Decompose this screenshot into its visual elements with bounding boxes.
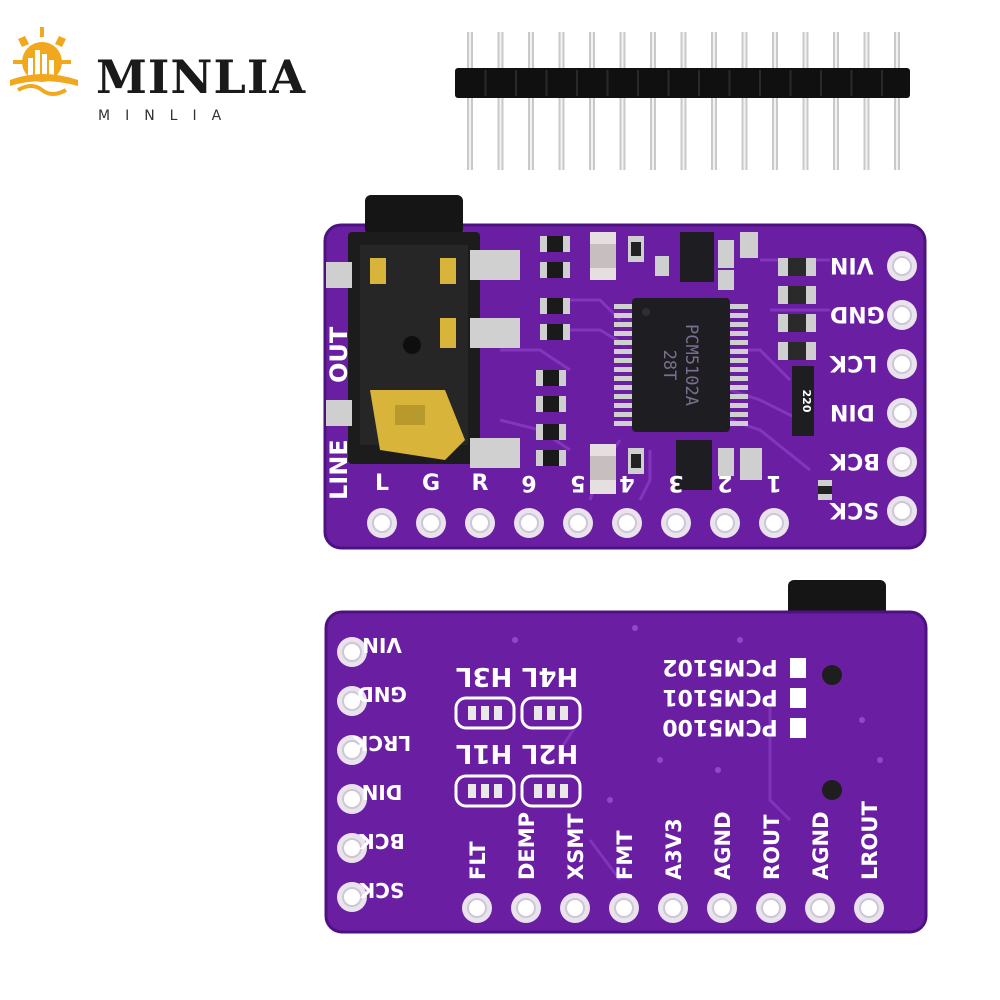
pin-pad <box>337 833 367 863</box>
resistor-array <box>792 366 814 436</box>
pin-pad <box>337 784 367 814</box>
pin-label: 3 <box>668 470 683 495</box>
variant-label-pcm5100: PCM5100 <box>662 714 777 739</box>
pin-label-vin: VIN <box>830 252 874 277</box>
pin-label-din: DIN <box>830 399 875 424</box>
pin-pad <box>337 882 367 912</box>
pin-label: AGND <box>809 812 833 881</box>
jumper-label-h1l: H1L <box>456 738 512 768</box>
jumper-label-h3l: H3L <box>456 661 512 691</box>
pin-pad <box>756 893 786 923</box>
pin-header <box>455 32 910 170</box>
pin-pad <box>707 893 737 923</box>
pin-pad <box>887 251 917 281</box>
pin-label-sck: SCK <box>358 878 404 902</box>
pin-label: 4 <box>619 470 634 495</box>
top-right-pin-row: VIN GND LCK DIN BCK SCK <box>829 251 917 526</box>
pin-label: ROUT <box>760 814 784 880</box>
smd-components: 220 <box>536 232 832 500</box>
pin-pad <box>887 447 917 477</box>
pin-pad <box>661 508 691 538</box>
pin-pad <box>854 893 884 923</box>
pin-label: 5 <box>570 470 585 495</box>
pin-label-bck: BCK <box>358 829 405 853</box>
pin-pad <box>337 686 367 716</box>
pin-label-gnd: GND <box>357 682 407 706</box>
bottom-board-pcb <box>326 612 926 932</box>
pin-label: DEMP <box>515 812 539 880</box>
pin-label: 2 <box>717 470 732 495</box>
pin-pad <box>514 508 544 538</box>
pin-pad <box>759 508 789 538</box>
pin-label: 1 <box>766 470 781 495</box>
jumper-label-h2l: H2L <box>522 738 578 768</box>
pin-label-gnd: GND <box>830 301 885 326</box>
pin-pad <box>337 735 367 765</box>
mounting-hole <box>822 665 842 685</box>
pin-pad <box>658 893 688 923</box>
chip-marking-part: PCM5102A <box>681 324 701 406</box>
sun-city-logo-icon <box>10 27 78 96</box>
pin-label: FMT <box>613 830 637 880</box>
pin-pad <box>887 300 917 330</box>
pin-pad <box>887 398 917 428</box>
pin-pad <box>337 637 367 667</box>
pin-pad <box>710 508 740 538</box>
pin-label: LROUT <box>858 801 882 880</box>
brand-logo: MINLIA MINLIA <box>4 22 307 124</box>
pin-pad <box>612 508 642 538</box>
variant-checkbox <box>790 658 806 678</box>
resistor-array-label: 220 <box>800 390 813 413</box>
audio-jack <box>326 195 520 468</box>
pin-label: L <box>375 471 389 496</box>
pin-pad <box>367 508 397 538</box>
pin-pad <box>887 349 917 379</box>
pin-label: 6 <box>521 470 536 495</box>
pin-label-sck: SCK <box>829 497 879 522</box>
mounting-hole <box>822 780 842 800</box>
solder-jumpers: H3L H4L H1L H2L <box>454 661 582 808</box>
bottom-bottom-pin-row: FLT DEMP XSMT FMT A3V3 AGND ROUT AGND LROUT <box>462 801 884 923</box>
dac-chip: PCM5102A 28T <box>614 298 748 432</box>
jack-label-line: LINE <box>325 439 353 500</box>
jack-label-out: OUT <box>325 326 353 383</box>
pin-pad <box>511 893 541 923</box>
pin-pad <box>805 893 835 923</box>
variant-label-pcm5102: PCM5102 <box>662 654 777 679</box>
brand-subtitle: MINLIA <box>98 108 237 124</box>
pin-header-body <box>455 68 910 98</box>
variant-label-pcm5101: PCM5101 <box>662 684 777 709</box>
pin-pad <box>887 496 917 526</box>
pin-label: XSMT <box>564 813 588 880</box>
pin-label: A3V3 <box>662 818 686 880</box>
top-board: 220 PCM5102A 28T LINE OUT VIN GND LCK DIN BC… <box>323 195 927 550</box>
pin-label: AGND <box>711 812 735 881</box>
pin-pad <box>560 893 590 923</box>
pin-label: G <box>422 471 440 496</box>
pin-label-lck: LCK <box>829 350 877 375</box>
chip-marking-code: 28T <box>659 350 679 381</box>
variant-checkbox <box>790 718 806 738</box>
pin-pad <box>416 508 446 538</box>
pin-pad <box>609 893 639 923</box>
pin-label-din: DIN <box>362 780 403 804</box>
pin-label-vin: VIN <box>362 633 402 657</box>
pin-label-lrck: LRCK <box>351 731 411 755</box>
brand-name: MINLIA <box>96 50 307 104</box>
pin-label: R <box>472 471 489 496</box>
pin-header-pins <box>467 32 900 170</box>
pin-pad <box>563 508 593 538</box>
variant-checkbox <box>790 688 806 708</box>
jumper-label-h4l: H4L <box>522 661 578 691</box>
pin-pad <box>465 508 495 538</box>
pin-pad <box>462 893 492 923</box>
top-bottom-pin-row: L G R 6 5 4 3 2 1 <box>367 470 789 538</box>
pin-label: FLT <box>466 841 490 880</box>
pin-label-bck: BCK <box>829 448 880 473</box>
bottom-left-pin-row: VIN GND LRCK DIN BCK SCK <box>337 633 411 912</box>
